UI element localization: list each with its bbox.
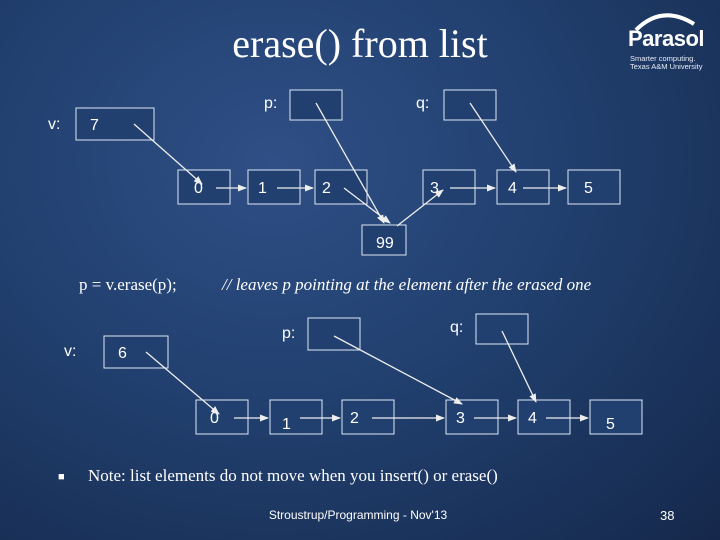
bottom-v-to-first-arrow [145, 351, 220, 415]
top-q-pointer-arrow [469, 102, 517, 173]
bottom-list-diagram: v: 6 p: q: 0 1 2 3 4 5 [64, 313, 643, 435]
bottom-node-4 [517, 399, 571, 435]
parasol-logo: Parasol Smarter computing. Texas A&M Uni… [624, 10, 712, 71]
top-p-box [289, 89, 343, 121]
top-v-to-first-arrow [133, 123, 203, 185]
bullet-icon: ■ [58, 471, 65, 484]
bottom-node-4-value: 4 [528, 410, 537, 427]
top-node-4 [496, 169, 550, 205]
top-node-0 [177, 169, 231, 205]
bottom-q-pointer-arrow [501, 330, 537, 403]
top-vector-header [75, 107, 155, 141]
bottom-node-0 [195, 399, 249, 435]
bottom-vector-header [103, 335, 169, 369]
bottom-q-box [475, 313, 529, 345]
bottom-v-label: v: [64, 343, 76, 360]
top-p-pointer-arrow [315, 102, 385, 224]
bottom-p-box [307, 317, 361, 351]
bottom-node-2-value: 2 [350, 410, 359, 427]
note-bullet-item: ■ Note: list elements do not move when yo… [58, 466, 498, 486]
top-p-label: p: [264, 95, 277, 112]
top-node-1 [247, 169, 301, 205]
top-node-0-value: 0 [194, 180, 203, 197]
top-node-1-value: 1 [258, 180, 267, 197]
top-node-5 [567, 169, 621, 205]
logo-university: Texas A&M University [630, 62, 703, 71]
page-number: 38 [660, 508, 675, 523]
top-q-box [443, 89, 497, 121]
logo-tagline: Smarter computing. [630, 54, 696, 63]
top-v-label: v: [48, 116, 60, 133]
bottom-p-pointer-arrow [333, 335, 463, 405]
bottom-q-label: q: [450, 319, 463, 336]
bottom-node-3 [445, 399, 499, 435]
top-node-2-value: 2 [322, 180, 331, 197]
top-q-label: q: [416, 95, 429, 112]
erase-comment: // leaves p pointing at the element afte… [222, 275, 592, 294]
top-node-5-value: 5 [584, 180, 593, 197]
top-node-4-value: 4 [508, 180, 517, 197]
bottom-node-2 [341, 399, 395, 435]
top-node-3-value: 3 [430, 180, 439, 197]
top-v-size: 7 [90, 117, 99, 134]
top-node-99-value: 99 [376, 235, 394, 252]
logo-swoosh-icon [634, 13, 696, 32]
bottom-node-1-value: 1 [282, 416, 291, 433]
bottom-node-5 [589, 399, 643, 435]
top-list-diagram: v: 7 p: q: 0 1 2 3 4 5 99 [48, 89, 621, 256]
logo-wordmark: Parasol [628, 26, 705, 51]
bottom-node-5-value: 5 [606, 416, 615, 433]
bottom-p-label: p: [282, 325, 295, 342]
bottom-node-3-value: 3 [456, 410, 465, 427]
top-link-99-3 [396, 189, 444, 227]
slide-footer: Stroustrup/Programming - Nov'13 [268, 508, 448, 522]
erase-code: p = v.erase(p); [79, 275, 177, 294]
bottom-node-0-value: 0 [210, 410, 219, 427]
bottom-v-size: 6 [118, 345, 127, 362]
slide-title: erase() from list [232, 21, 488, 66]
note-text: Note: list elements do not move when you… [88, 466, 498, 485]
top-node-99 [361, 224, 407, 256]
bottom-node-1 [269, 399, 323, 435]
